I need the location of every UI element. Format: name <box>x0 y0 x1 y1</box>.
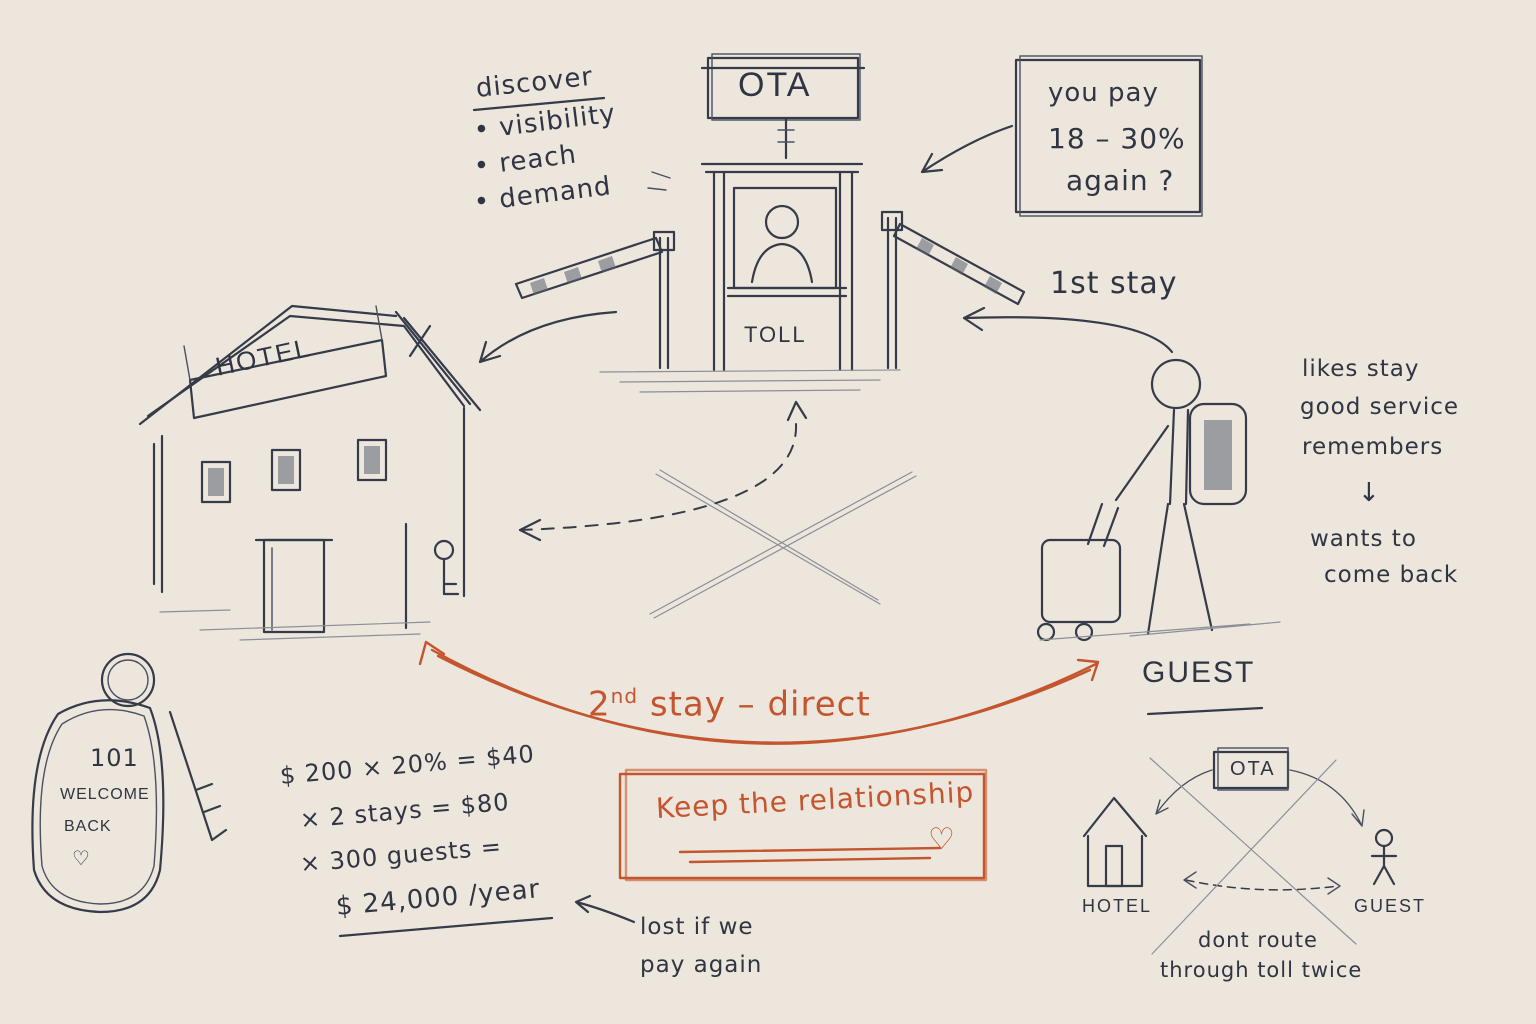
mini-caption: through toll twice <box>1160 958 1363 982</box>
ota-sign: OTA <box>738 66 812 104</box>
first-stay-label: 1st stay <box>1050 266 1178 301</box>
lost-note-line: pay again <box>640 952 763 978</box>
guest-figure <box>1036 358 1281 642</box>
discover-underline <box>472 96 606 112</box>
ota-toll-booth <box>514 53 1026 393</box>
first-stay-arrow <box>962 306 1174 354</box>
keytag-line: BACK <box>64 818 112 835</box>
mini-diagram <box>1082 747 1398 955</box>
dashed-direct-return <box>519 423 798 531</box>
guest-underline <box>1146 706 1264 716</box>
pay-note-line: again ? <box>1066 164 1175 197</box>
hotel-building <box>138 304 482 641</box>
mini-caption: dont route <box>1198 928 1318 952</box>
pay-note-box <box>1014 55 1203 217</box>
guest-note: remembers <box>1302 434 1444 460</box>
guest-note: likes stay <box>1302 356 1420 382</box>
pay-note-arrow <box>920 124 1014 174</box>
relationship-box <box>618 768 988 882</box>
relationship-heart: ♡ <box>928 822 956 857</box>
second-stay-ordinal: 2 <box>588 684 611 725</box>
second-stay-rest: stay – direct <box>649 684 871 725</box>
blocked-route-cross <box>649 469 917 619</box>
second-stay-label: 2nd stay – direct <box>588 684 871 724</box>
keytag-room: 101 <box>90 744 139 772</box>
pay-note-line: 18 – 30% <box>1048 122 1186 155</box>
guest-note-arrow: ↓ <box>1358 478 1381 508</box>
keytag-line: WELCOME <box>60 786 150 803</box>
pay-note-line: you pay <box>1048 78 1159 108</box>
dashed-arrow-heads <box>518 400 808 542</box>
total-underline <box>338 916 554 938</box>
mini-guest-label: GUEST <box>1354 896 1427 916</box>
lost-note-arrow <box>574 894 636 924</box>
toll-label: TOLL <box>744 322 807 347</box>
lost-note-line: lost if we <box>640 914 754 940</box>
second-stay-suffix: nd <box>610 684 639 708</box>
keytag-heart: ♡ <box>72 848 90 870</box>
toll-to-hotel-arrow <box>478 310 618 364</box>
mini-ota-label: OTA <box>1230 758 1276 780</box>
key-tag <box>31 652 228 914</box>
guest-note: come back <box>1324 562 1459 588</box>
direct-stay-arrow <box>418 640 1100 745</box>
guest-note: wants to <box>1310 526 1417 552</box>
mini-hotel-label: HOTEL <box>1082 896 1153 916</box>
guest-note: good service <box>1300 394 1460 420</box>
guest-label: GUEST <box>1142 656 1256 689</box>
